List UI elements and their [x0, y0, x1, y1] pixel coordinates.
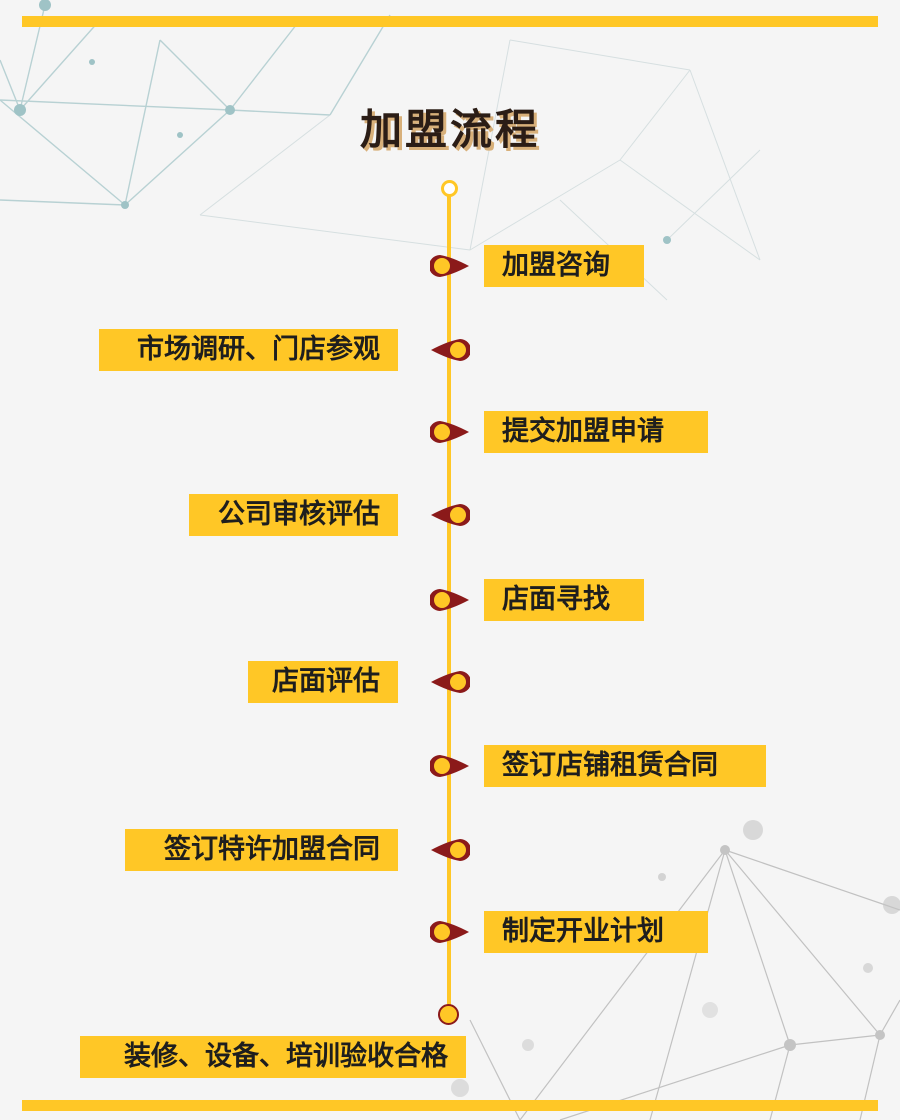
step-label: 制定开业计划: [484, 911, 708, 953]
step-label: 签订店铺租赁合同: [484, 745, 766, 787]
step-label: 提交加盟申请: [484, 411, 708, 453]
timeline-end-dot: [438, 1004, 459, 1025]
step-node-marker: [430, 755, 469, 777]
step-label: 加盟咨询: [484, 245, 644, 287]
step-node-marker: [431, 339, 470, 361]
step-node-marker: [430, 255, 469, 277]
step-node-marker: [431, 671, 470, 693]
step-label: 市场调研、门店参观: [99, 329, 398, 371]
step-label: 装修、设备、培训验收合格: [80, 1036, 466, 1078]
step-node-marker: [431, 839, 470, 861]
top-accent-bar: [22, 16, 878, 27]
step-label: 店面寻找: [484, 579, 644, 621]
step-node-marker: [430, 589, 469, 611]
step-label: 店面评估: [248, 661, 398, 703]
page-title: 加盟流程: [359, 105, 540, 154]
step-node-marker: [430, 921, 469, 943]
step-node-marker: [431, 504, 470, 526]
step-label: 公司审核评估: [189, 494, 398, 536]
timeline-start-dot: [441, 180, 458, 197]
step-node-marker: [430, 421, 469, 443]
step-label: 签订特许加盟合同: [125, 829, 398, 871]
bottom-accent-bar: [22, 1100, 878, 1111]
